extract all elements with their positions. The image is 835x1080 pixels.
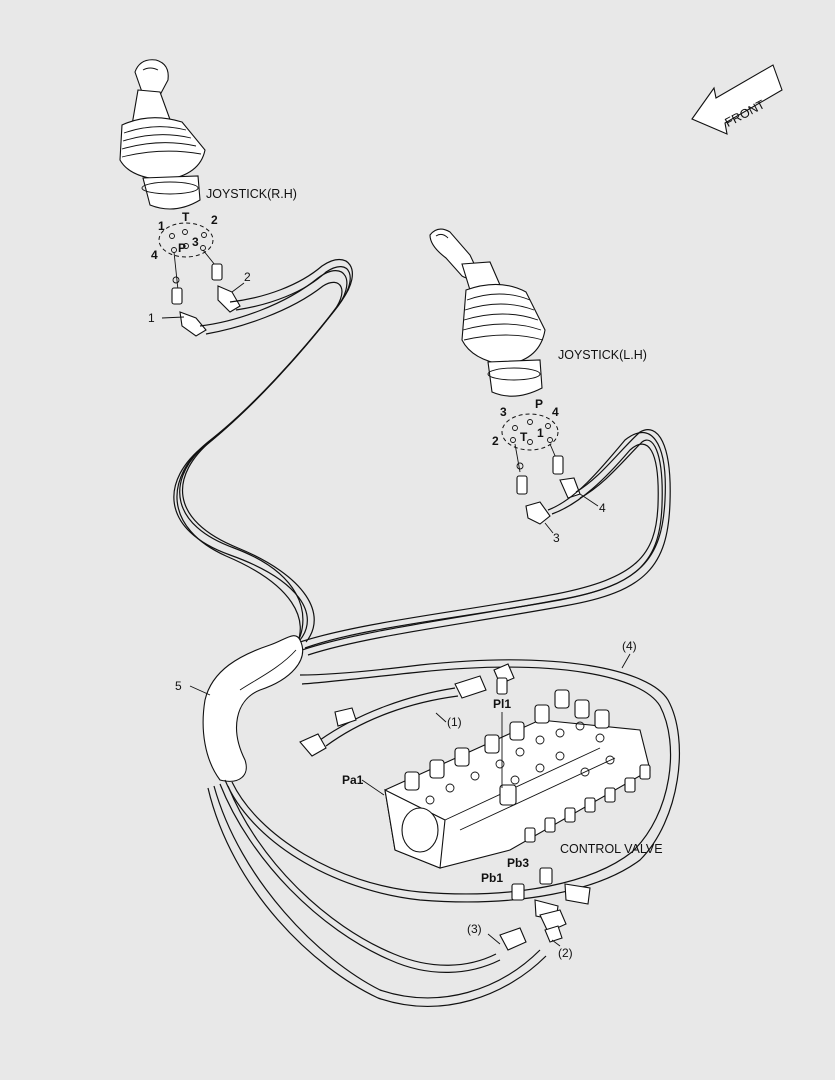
hose-bundle-lh [299,429,671,656]
joystick-lh-label: JOYSTICK(L.H) [558,348,647,362]
joystick-lh-port-pattern [501,413,559,451]
callout-5: 5 [175,679,182,693]
joystick-rh-port-pattern [158,222,214,258]
lh-port-2: 2 [492,434,499,448]
hose-protector [202,635,304,782]
joystick-rh: JOYSTICK(R.H) 1 T 2 4 P 3 [119,59,297,337]
hose-bundle-rh [173,259,353,651]
port-pl1: Pl1 [493,697,511,711]
lh-port-t: T [520,430,528,444]
control-valve: CONTROL VALVE [384,689,663,869]
lh-port-4: 4 [552,405,559,419]
lh-port-1: 1 [537,426,544,440]
hose-lower-runs [207,659,681,1007]
rh-port-2: 2 [211,213,218,227]
callout-1: 1 [148,311,155,325]
lh-port-p: P [535,397,543,411]
valve-spools [404,689,615,806]
callout-4: 4 [599,501,606,515]
callout-2p: (2) [558,946,573,960]
hose-1 [299,663,515,757]
rh-port-3: 3 [192,235,199,249]
port-pb3: Pb3 [507,856,529,870]
callout-4p: (4) [622,639,637,653]
control-valve-label: CONTROL VALVE [560,842,663,856]
port-pa1: Pa1 [342,773,364,787]
rh-port-4: 4 [151,248,158,262]
callout-1p: (1) [447,715,462,729]
valve-bottom-ports [524,764,651,843]
rh-port-t: T [182,210,190,224]
callout-2: 2 [244,270,251,284]
callout-3p: (3) [467,922,482,936]
callout-3: 3 [553,531,560,545]
rh-port-1: 1 [158,219,165,233]
joystick-rh-label: JOYSTICK(R.H) [206,187,297,201]
lower-fittings [499,867,591,951]
joystick-lh: JOYSTICK(L.H) 3 P 4 2 T 1 [429,228,647,525]
rh-port-p: P [178,241,186,255]
port-pb1: Pb1 [481,871,503,885]
front-arrow: FRONT [691,64,783,135]
lh-port-3: 3 [500,405,507,419]
